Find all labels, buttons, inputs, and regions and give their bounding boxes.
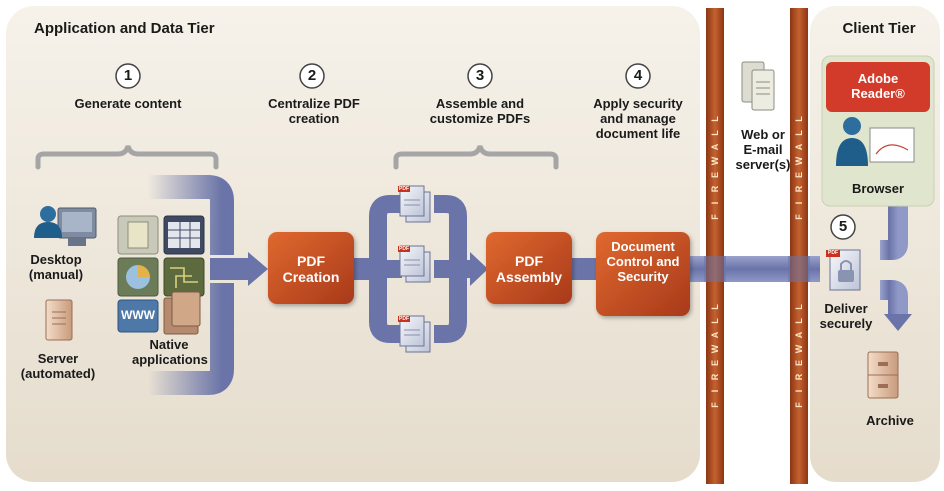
flow-join-bottom: [434, 269, 467, 343]
step-3-circle: [467, 63, 493, 89]
arrow-to-pdf-assembly: [470, 252, 488, 286]
pdf-badge-middle: PDF: [399, 246, 409, 252]
www-icon-text: WWW: [121, 308, 155, 322]
pdf-badge-bottom: PDF: [399, 316, 409, 322]
pdf-creation-box: [268, 232, 354, 304]
flow-bottom-branch: [148, 283, 234, 395]
pdf-doc-icon-bottom: [398, 315, 431, 353]
document-control-box: [596, 232, 690, 316]
server-icon: [45, 299, 73, 341]
step-3-number: 3: [475, 67, 485, 84]
pdf-assembly-label: PDF Assembly: [495, 253, 563, 286]
pdf-badge-top: PDF: [399, 186, 409, 192]
flow-merge: [210, 258, 250, 280]
application-tier-title: Application and Data Tier: [34, 20, 215, 37]
pdf-creation-label: PDF Creation: [282, 253, 340, 286]
arrow-to-pdf-creation: [248, 252, 268, 286]
flow-down-to-archive: [880, 280, 908, 316]
flow-through-firewall-2: [788, 256, 810, 282]
step-5-number: 5: [838, 218, 848, 235]
native-applications-label: Native applications: [132, 337, 208, 367]
pdf-badge-secure: PDF: [828, 250, 838, 256]
step-4-number: 4: [633, 67, 643, 84]
step-4-label: Apply security and manage document life: [593, 96, 683, 141]
step-5-label: Deliver securely: [819, 301, 873, 331]
secure-pdf-icon: [826, 249, 861, 291]
server-label: Server (automated): [20, 351, 96, 381]
archive-cabinet-icon: [867, 351, 899, 399]
flow-join-mid: [434, 260, 474, 278]
pdf-doc-icon-top: [398, 185, 431, 223]
browser-label: Browser: [851, 181, 905, 196]
firewall-2: [790, 8, 808, 484]
flow-split-mid: [378, 260, 402, 278]
flow-split-bottom: [369, 269, 402, 343]
adobe-reader-badge: [826, 62, 930, 112]
adobe-reader-label: Adobe Reader®: [851, 71, 905, 101]
step-1-number: 1: [123, 67, 133, 84]
www-app-icon: [117, 299, 159, 333]
desktop-user-icon: [34, 206, 97, 246]
step-2-label: Centralize PDF creation: [268, 96, 360, 126]
reader-user-icon: [836, 117, 915, 166]
step-circles: [115, 63, 856, 240]
native-app-icons: [117, 215, 205, 335]
firewall-1: [706, 8, 724, 484]
brace-assemble: [393, 145, 559, 170]
step-1-circle: [115, 63, 141, 89]
step-4-circle: [625, 63, 651, 89]
web-server-icon: [741, 61, 775, 111]
document-control-label: Document Control and Security: [606, 239, 680, 284]
step-1-label: Generate content: [74, 96, 182, 111]
step-2-circle: [299, 63, 325, 89]
pdf-doc-icon-middle: [398, 245, 431, 283]
flow-up-to-browser: [880, 198, 908, 260]
web-server-label: Web or E-mail server(s): [735, 127, 791, 172]
step-2-number: 2: [307, 67, 317, 84]
flow-through-firewall-1: [704, 256, 726, 282]
client-tier-title: Client Tier: [842, 20, 916, 37]
arrow-to-archive: [884, 314, 912, 331]
step-5-circle: [830, 214, 856, 240]
step-3-label: Assemble and customize PDFs: [429, 96, 531, 126]
pdf-assembly-box: [486, 232, 572, 304]
archive-label: Archive: [866, 413, 914, 428]
flow-top-branch: [148, 175, 234, 255]
flow-split-top: [369, 195, 402, 269]
brace-generate: [35, 145, 219, 170]
flow-assembly-out: [570, 258, 600, 280]
flow-join-top: [434, 195, 467, 269]
desktop-label: Desktop (manual): [28, 252, 84, 282]
